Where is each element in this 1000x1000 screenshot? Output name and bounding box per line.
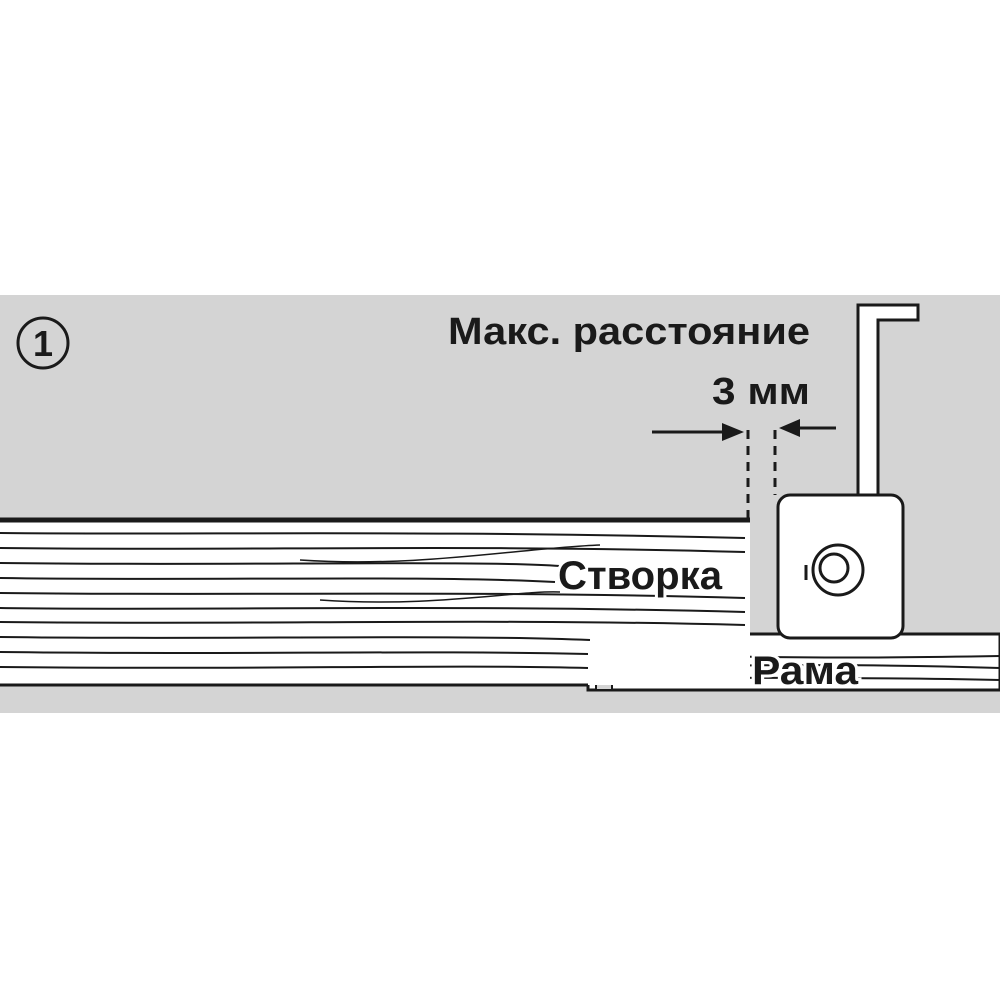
gap-dimension [652, 419, 836, 520]
arrow-right-icon [652, 423, 744, 441]
sash-board [0, 517, 750, 687]
sash-label: Створка [558, 554, 723, 598]
step-number-badge: 1 [16, 316, 70, 370]
distance-value-label: 3 мм [712, 371, 810, 413]
max-distance-label: Макс. расстояние [448, 311, 810, 353]
hinge-bracket [776, 303, 920, 640]
arrow-left-icon [779, 419, 836, 437]
step-number-text: 1 [33, 323, 53, 364]
frame-label: Рама [752, 649, 859, 693]
